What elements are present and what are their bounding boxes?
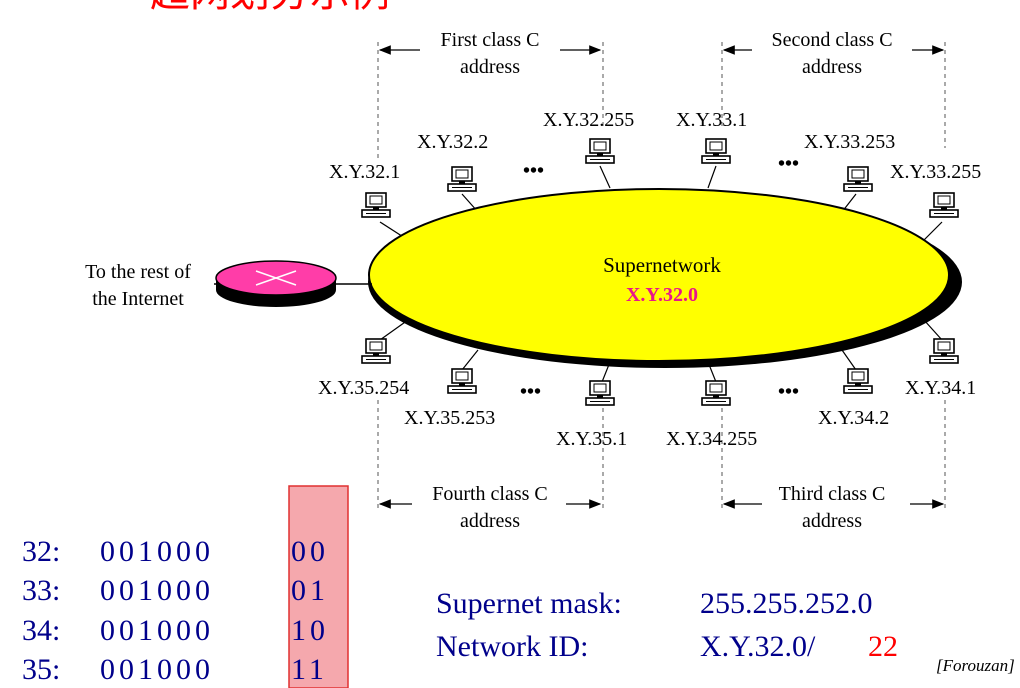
binary-fixed-bits: 001000	[100, 653, 214, 686]
binary-fixed-bits: 001000	[100, 614, 214, 647]
computer-icon	[929, 192, 959, 218]
computer-icon	[929, 338, 959, 364]
first-block-label: First class C	[441, 29, 540, 51]
block-boundaries	[377, 42, 946, 508]
router-icon	[215, 260, 337, 307]
binary-fixed-bits: 001000	[100, 535, 214, 568]
ellipsis-dots: •••	[778, 381, 799, 403]
second-block-label-2: address	[802, 56, 862, 78]
network-id-label: Network ID:	[436, 630, 588, 663]
host-label: X.Y.33.253	[804, 131, 895, 153]
network-id-value: X.Y.32.0/	[700, 630, 816, 663]
binary-fixed-bits: 001000	[100, 574, 214, 607]
computer-icon	[447, 166, 477, 192]
mask-value: 255.255.252.0	[700, 587, 873, 620]
ellipsis-dots: •••	[523, 160, 544, 182]
ellipsis-dots: •••	[520, 381, 541, 403]
host-label: X.Y.34.1	[905, 377, 976, 399]
block-arrows	[378, 45, 945, 509]
third-block-label-2: address	[802, 510, 862, 532]
supernet-summary: Supernet mask: 255.255.252.0 Network ID:…	[436, 587, 898, 663]
fourth-block-label-2: address	[460, 510, 520, 532]
binary-variable-bits: 10	[291, 614, 329, 647]
computer-icon	[701, 380, 731, 406]
router-label: To the rest of	[85, 261, 191, 283]
binary-variable-bits: 01	[291, 574, 329, 607]
computer-icon	[447, 368, 477, 394]
binary-variable-bits: 11	[291, 653, 328, 686]
slide-title: 超网划分示例	[150, 0, 390, 15]
host-label: X.Y.32.2	[417, 131, 488, 153]
binary-row-label: 33:	[22, 574, 60, 607]
host-label: X.Y.32.255	[543, 109, 634, 131]
fourth-block-label: Fourth class C	[432, 483, 548, 505]
computer-icon	[843, 166, 873, 192]
host-label: X.Y.34.255	[666, 428, 757, 450]
host-label: X.Y.33.255	[890, 161, 981, 183]
supernetwork-title: Supernetwork	[603, 253, 721, 277]
host-label: X.Y.35.254	[318, 377, 409, 399]
variable-bits-highlight	[288, 485, 349, 688]
computer-icon	[361, 192, 391, 218]
host-label: X.Y.33.1	[676, 109, 747, 131]
supernetwork-address: X.Y.32.0	[626, 284, 698, 306]
ellipsis-dots: •••	[778, 153, 799, 175]
computer-icon	[701, 138, 731, 164]
computer-icon	[585, 380, 615, 406]
router-label-2: the Internet	[92, 288, 184, 310]
supernetwork-ellipse	[368, 188, 950, 362]
computer-icon	[585, 138, 615, 164]
first-block-label-2: address	[460, 56, 520, 78]
network-id-prefix: 22	[868, 630, 898, 663]
computer-icon	[843, 368, 873, 394]
host-label: X.Y.32.1	[329, 161, 400, 183]
binary-table: 32: 001000 00 33: 001000 01 34: 001000 1…	[22, 535, 329, 686]
binary-row-label: 34:	[22, 614, 60, 647]
second-block-label: Second class C	[771, 29, 892, 51]
computer-icon	[361, 338, 391, 364]
binary-row-label: 35:	[22, 653, 60, 686]
binary-variable-bits: 00	[291, 535, 329, 568]
mask-label: Supernet mask:	[436, 587, 622, 620]
host-label: X.Y.34.2	[818, 407, 889, 429]
citation: [Forouzan]	[936, 656, 1015, 675]
binary-row-label: 32:	[22, 535, 60, 568]
third-block-label: Third class C	[779, 483, 886, 505]
host-label: X.Y.35.1	[556, 428, 627, 450]
host-label: X.Y.35.253	[404, 407, 495, 429]
